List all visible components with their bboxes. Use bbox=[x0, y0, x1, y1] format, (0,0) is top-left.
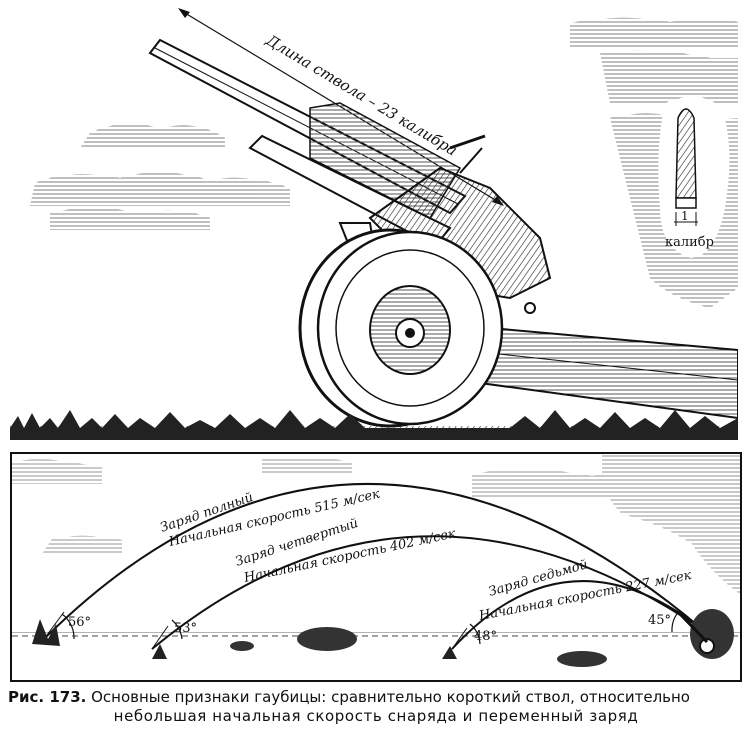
trajectory-diagram: Заряд полный Начальная скорость 515 м/се… bbox=[10, 452, 742, 682]
trajectory-seventh-charge bbox=[451, 580, 703, 650]
figure-caption: Рис. 173. Основные признаки гаубицы: сра… bbox=[8, 688, 744, 726]
impact-bursts bbox=[32, 619, 457, 659]
wheel bbox=[298, 228, 504, 428]
grass-ground bbox=[10, 410, 738, 440]
angle-arcs bbox=[43, 609, 681, 650]
trajectory-fourth-charge bbox=[151, 535, 703, 650]
howitzer-illustration: Длина ствола – 23 калибра bbox=[10, 8, 738, 440]
trail bbox=[478, 326, 738, 420]
trajectory-drawing: Заряд полный Начальная скорость 515 м/се… bbox=[12, 454, 740, 667]
gun-icon bbox=[678, 612, 715, 654]
angle-label-48: 48° bbox=[474, 629, 497, 644]
clouds bbox=[12, 454, 740, 594]
shell-caliber-label: калибр bbox=[665, 235, 714, 250]
figure-number: Рис. 173. bbox=[8, 688, 87, 706]
angle-label-45: 45° bbox=[648, 613, 671, 628]
angle-label-56: 56° bbox=[68, 615, 91, 630]
shell-unit-label: 1 bbox=[681, 209, 689, 223]
howitzer-drawing: Длина ствола – 23 калибра bbox=[10, 8, 738, 440]
ground bbox=[12, 632, 740, 637]
trajectories bbox=[43, 483, 703, 650]
trajectory-full-charge bbox=[43, 483, 703, 640]
angle-label-53: 53° bbox=[174, 621, 197, 636]
shell-caliber-inset bbox=[658, 96, 730, 258]
caption-line-1: Основные признаки гаубицы: сравнительно … bbox=[91, 688, 690, 706]
shell-icon bbox=[675, 108, 697, 199]
caption-line-2: небольшая начальная скорость снаряда и п… bbox=[113, 707, 639, 725]
